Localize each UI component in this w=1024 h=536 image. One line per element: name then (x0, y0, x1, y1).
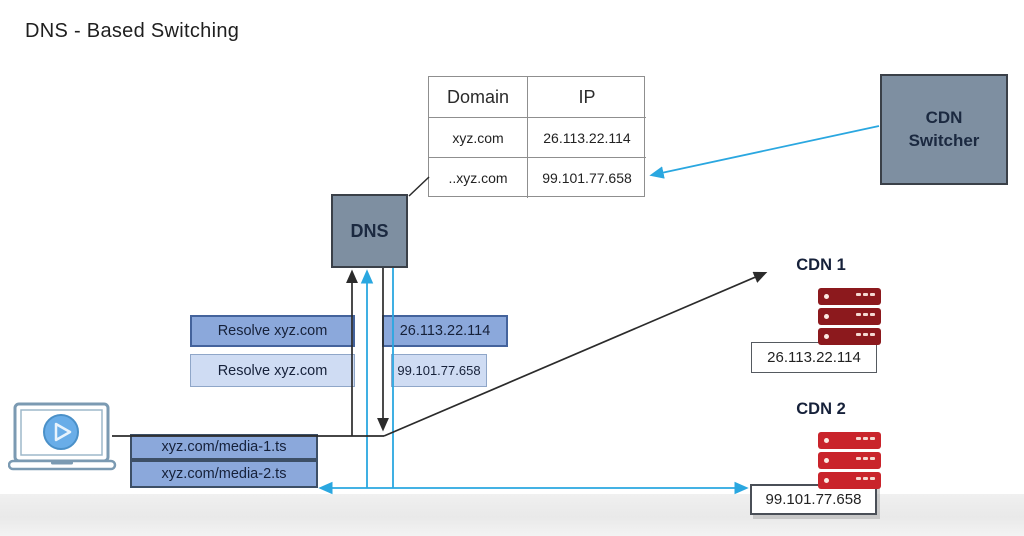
dns-to-table-connector (408, 176, 430, 197)
table-row-ip: 26.113.22.114 (528, 118, 646, 158)
cdn2-label: CDN 2 (796, 400, 846, 418)
cdn-switcher-node: CDN Switcher (880, 74, 1008, 185)
dns-mapping-table: Domain IP xyz.com 26.113.22.114 ..xyz.co… (428, 76, 646, 198)
media-request-2-box: xyz.com/media-2.ts (130, 460, 318, 488)
resolve-response-1-box: 26.113.22.114 (382, 315, 508, 347)
server-bar-icon (818, 432, 881, 449)
table-header-ip: IP (528, 77, 646, 118)
resolve-request-2-box: Resolve xyz.com (190, 354, 355, 387)
server-bar-icon (818, 328, 881, 345)
cdn2-ip-box: 99.101.77.658 (750, 484, 877, 515)
cdn-switcher-label-line2: Switcher (908, 130, 980, 150)
cdn2-server-stack-icon (818, 432, 881, 492)
resolve-response-2-box: 99.101.77.658 (391, 354, 487, 387)
server-bar-icon (818, 452, 881, 469)
cdn-switcher-label-line1: CDN (925, 107, 963, 127)
table-row-domain: xyz.com (429, 118, 528, 158)
cdn1-server-stack-icon (818, 288, 881, 348)
cdn1-label: CDN 1 (796, 256, 846, 274)
page-title: DNS - Based Switching (25, 20, 240, 42)
server-bar-icon (818, 472, 881, 489)
media-request-1-box: xyz.com/media-1.ts (130, 434, 318, 460)
table-header-domain: Domain (429, 77, 528, 118)
dns-node-label: DNS (350, 220, 389, 241)
laptop-with-play-icon (8, 402, 117, 471)
server-bar-icon (818, 308, 881, 325)
resolve-request-1-box: Resolve xyz.com (190, 315, 355, 347)
server-bar-icon (818, 288, 881, 305)
switcher-to-table-arrow (649, 125, 880, 179)
table-row-ip: 99.101.77.658 (542, 170, 632, 186)
table-row-domain: ..xyz.com (429, 158, 528, 198)
dns-server-node: DNS (331, 194, 408, 268)
